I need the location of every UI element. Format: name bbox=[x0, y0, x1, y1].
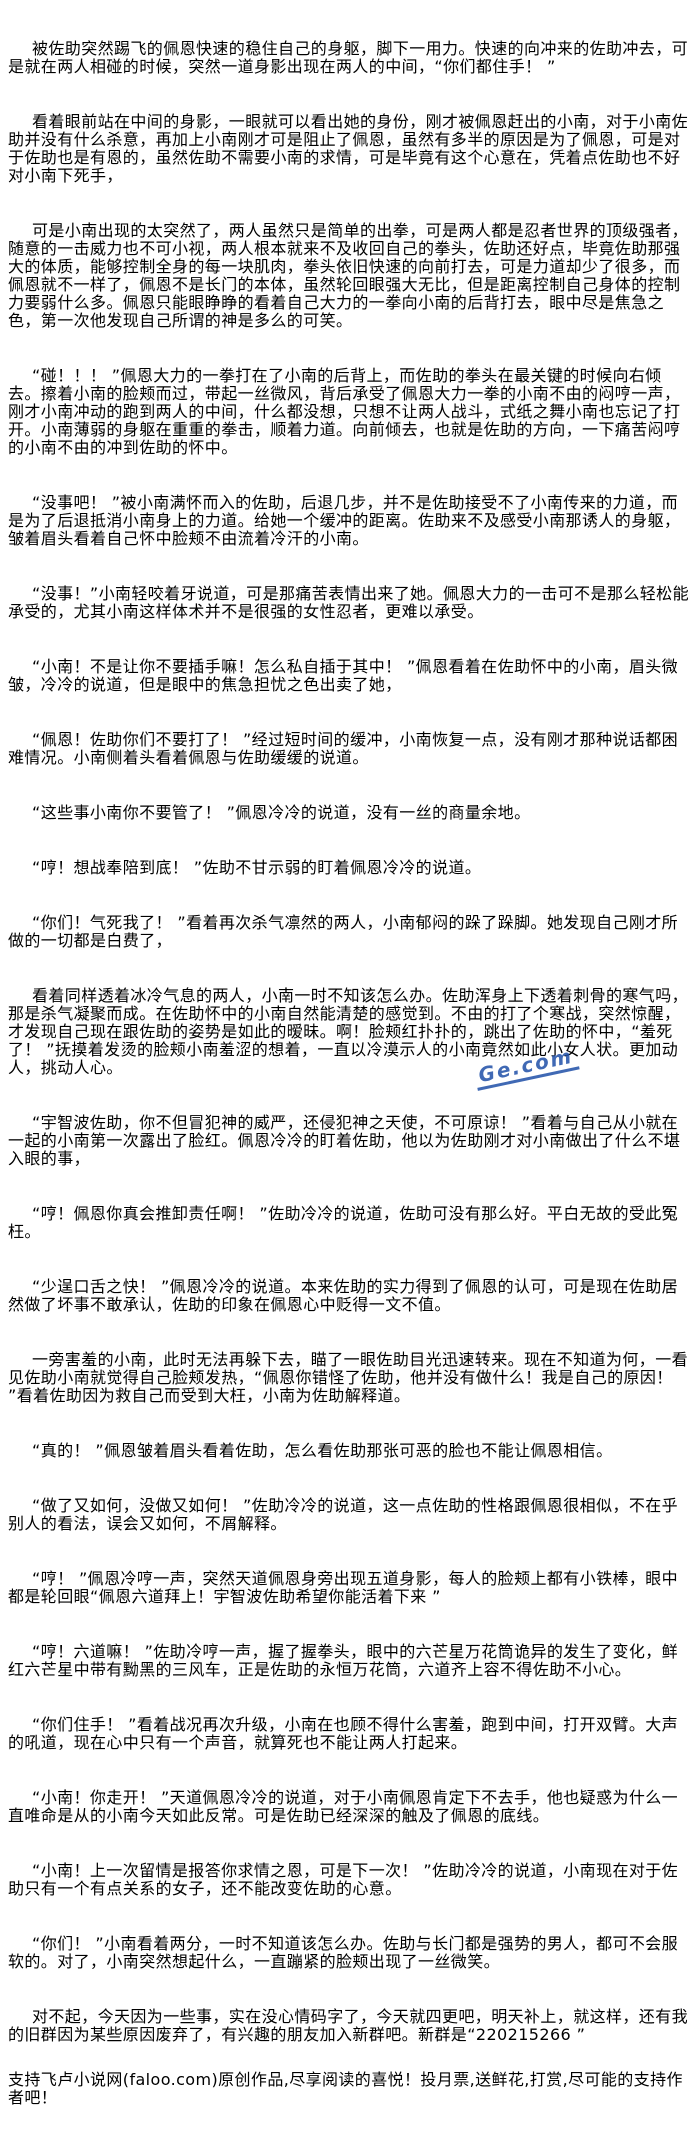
paragraph: “没事！”小南轻咬着牙说道，可是那痛苦表情出来了她。佩恩大力的一击可不是那么轻松… bbox=[8, 584, 689, 621]
paragraph: 一旁害羞的小南，此时无法再躲下去，瞄了一眼佐助目光迅速转来。现在不知道为何，一看… bbox=[8, 1350, 689, 1405]
paragraph: “没事吧！ ”被小南满怀而入的佐助，后退几步，并不是佐助接受不了小南传来的力道，… bbox=[8, 493, 681, 548]
paragraph: 看着眼前站在中间的身影，一眼就可以看出她的身份，刚才被佩恩赶出的小南，对于小南佐… bbox=[8, 112, 689, 185]
paragraph: “这些事小南你不要管了！ ”佩恩冷冷的说道，没有一丝的商量余地。 bbox=[32, 803, 531, 822]
paragraph: “小南！不是让你不要插手嘛！怎么私自插于其中！ ”佩恩看着在佐助怀中的小南，眉头… bbox=[8, 657, 679, 694]
paragraph: “碰！！！ ”佩恩大力的一拳打在了小南的后背上，而佐助的拳头在最关键的时候向右倾… bbox=[8, 366, 681, 457]
paragraph: “宇智波佐助，你不但冒犯神的威严，还侵犯神之天使，不可原谅！ ”看着与自己从小就… bbox=[8, 1113, 681, 1168]
paragraph: “做了又如何，没做又如何！ ”佐助冷冷的说道，这一点佐助的性格跟佩恩很相似，不在… bbox=[8, 1496, 679, 1533]
paragraph: 看着同样透着冰冷气息的两人，小南一时不知该怎么办。佐助浑身上下透着刺骨的寒气吗，… bbox=[8, 986, 689, 1077]
paragraph: 被佐助突然踢飞的佩恩快速的稳住自己的身躯，脚下一用力。快速的向冲来的佐助冲去，可… bbox=[8, 39, 689, 76]
paragraph: “哼！佩恩你真会推卸责任啊！ ”佐助冷冷的说道，佐助可没有那么好。平白无故的受此… bbox=[8, 1204, 679, 1241]
paragraph: “真的！ ”佩恩皱着眉头看着佐助，怎么看佐助那张可恶的脸也不能让佩恩相信。 bbox=[32, 1441, 613, 1460]
paragraph: “你们住手！ ”看着战况再次升级，小南在也顾不得什么害羞，跑到中间，打开双臂。大… bbox=[8, 1715, 679, 1752]
paragraph: “小南！你走开！ ”天道佩恩冷冷的说道，对于小南佩恩肯定下不去手，他也疑惑为什么… bbox=[8, 1788, 679, 1825]
chapter-text: 被佐助突然踢飞的佩恩快速的稳住自己的身躯，脚下一用力。快速的向冲来的佐助冲去，可… bbox=[8, 40, 690, 2144]
paragraph: “哼！六道嘛！ ”佐助冷哼一声，握了握拳头，眼中的六芒星万花筒诡异的发生了变化，… bbox=[8, 1642, 679, 1679]
paragraph: “你们！ ”小南看着两分，一时不知道该怎么办。佐助与长门都是强势的男人，都可不会… bbox=[8, 1934, 679, 1971]
paragraph: “哼！ ”佩恩冷哼一声，突然天道佩恩身旁出现五道身影，每人的脸颊上都有小铁棒，眼… bbox=[8, 1569, 679, 1606]
paragraph: “少逞口舌之快！ ”佩恩冷冷的说道。本来佐助的实力得到了佩恩的认可，可是现在佐助… bbox=[8, 1277, 679, 1314]
paragraph: “小南！上一次留情是报答你求情之恩，可是下一次！ ”佐助冷冷的说道，小南现在对于… bbox=[8, 1861, 679, 1898]
author-note: 对不起，今天因为一些事，实在没心情码字了，今天就四更吧，明天补上，就这样，还有我… bbox=[8, 2007, 689, 2044]
paragraph: “佩恩！佐助你们不要打了！ ”经过短时间的缓冲，小南恢复一点，没有刚才那种说话都… bbox=[8, 730, 679, 767]
paragraph: “哼！想战奉陪到底！ ”佐助不甘示弱的盯着佩恩冷冷的说道。 bbox=[32, 858, 482, 877]
paragraph: “你们！气死我了！ ”看着再次杀气凛然的两人，小南郁闷的跺了跺脚。她发现自己刚才… bbox=[8, 913, 679, 950]
paragraph: 可是小南出现的太突然了，两人虽然只是简单的出拳，可是两人都是忍者世界的顶级强者，… bbox=[8, 221, 689, 330]
site-footer-note: 支持飞卢小说网(faloo.com)原创作品,尽享阅读的喜悦！投月票,送鲜花,打… bbox=[8, 2070, 683, 2107]
